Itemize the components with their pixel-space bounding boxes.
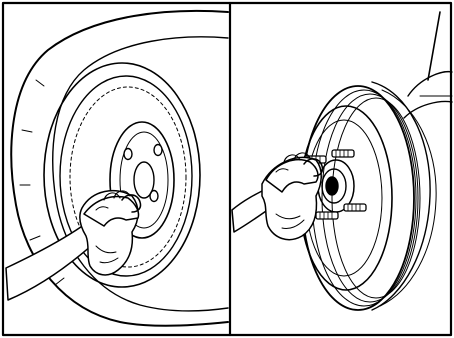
right-hand-cloth (232, 153, 323, 240)
